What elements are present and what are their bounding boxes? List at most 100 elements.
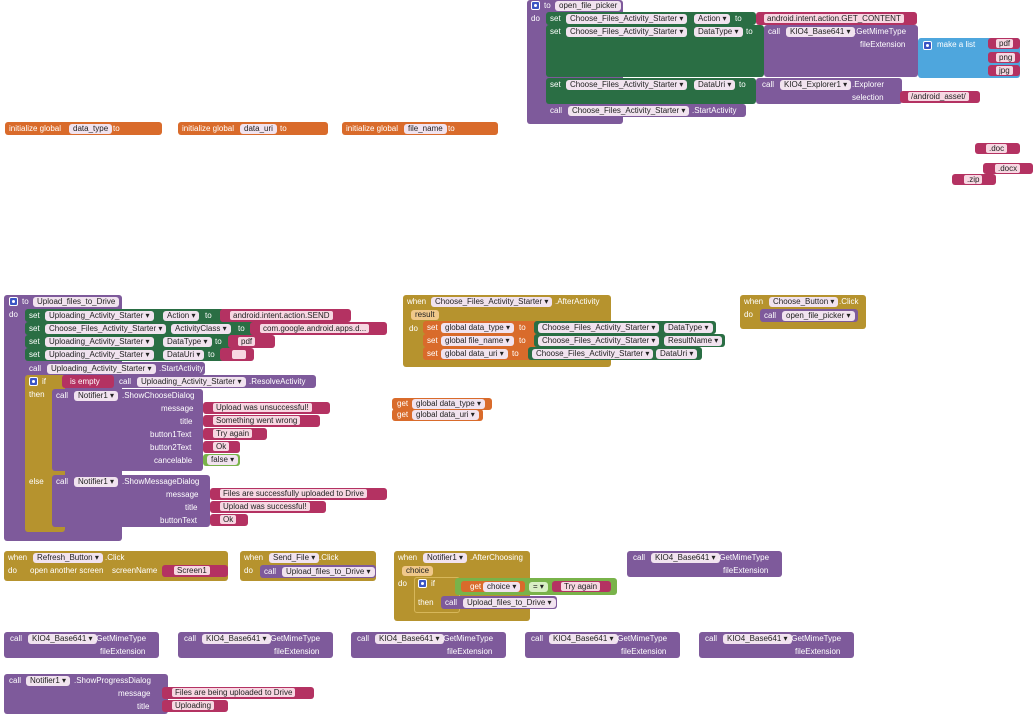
call-upload-startactivity[interactable]: call Uploading_Activity_Starter .StartAc…	[25, 362, 205, 375]
mutator-gear-icon[interactable]	[9, 297, 18, 306]
set-activity-class[interactable]: set Choose_Files_Activity_Starter Activi…	[25, 322, 257, 335]
variable-dropdown[interactable]: global data_uri	[441, 349, 508, 359]
call-open-file-picker[interactable]: call open_file_picker	[760, 309, 858, 322]
call-showmessagedialog[interactable]: call Notifier1 .ShowMessageDialog messag…	[52, 475, 210, 527]
call-getmimetype-loose[interactable]: call KIO4_Base641 .GetMimeType fileExten…	[627, 551, 782, 577]
boolean-false-block[interactable]: false	[203, 454, 240, 466]
loose-string-docx[interactable]: .docx	[983, 163, 1033, 174]
call-getmimetype-loose[interactable]: call KIO4_Base641 .GetMimeType fileExten…	[4, 632, 159, 658]
string-value[interactable]: .docx	[995, 164, 1021, 173]
component-dropdown[interactable]: Uploading_Activity_Starter	[45, 311, 154, 321]
set-datauri-block[interactable]: set Choose_Files_Activity_Starter DataUr…	[546, 78, 756, 104]
call-resolveactivity[interactable]: call Uploading_Activity_Starter .Resolve…	[114, 375, 316, 388]
variable-dropdown[interactable]: global file_name	[441, 336, 514, 346]
string-block[interactable]: Something went wrong	[203, 415, 320, 427]
string-value[interactable]: Upload was unsuccessful!	[213, 403, 312, 412]
procedure-name[interactable]: Upload_files_to_Drive	[33, 297, 120, 307]
string-block[interactable]: /android_asset/	[900, 91, 980, 103]
call-getmimetype-loose[interactable]: call KIO4_Base641 .GetMimeType fileExten…	[178, 632, 333, 658]
call-getmimetype-loose[interactable]: call KIO4_Base641 .GetMimeType fileExten…	[351, 632, 506, 658]
is-empty-block[interactable]: is empty	[62, 375, 114, 388]
component-dropdown[interactable]: Choose_Button	[769, 297, 839, 307]
boolean-dropdown[interactable]: false	[207, 455, 239, 465]
component-dropdown[interactable]: Choose_Files_Activity_Starter	[566, 80, 688, 90]
string-block[interactable]: Try again	[203, 428, 267, 440]
global-var-name[interactable]: data_uri	[240, 124, 277, 134]
property-dropdown[interactable]: DataUri	[163, 350, 205, 360]
set-action-block[interactable]: set Choose_Files_Activity_Starter Action…	[546, 12, 756, 25]
call-getmimetype-loose[interactable]: call KIO4_Base641 .GetMimeType fileExten…	[525, 632, 680, 658]
component-dropdown[interactable]: Choose_Files_Activity_Starter	[566, 27, 688, 37]
string-value[interactable]: png	[996, 53, 1016, 62]
string-value[interactable]: jpg	[996, 66, 1013, 75]
property-dropdown[interactable]: DataType	[694, 27, 743, 37]
get-datatype-prop[interactable]: Choose_Files_Activity_Starter DataType	[534, 321, 716, 334]
component-dropdown[interactable]: Uploading_Activity_Starter	[45, 337, 154, 347]
component-dropdown[interactable]: Notifier1	[74, 391, 119, 401]
call-startactivity-block[interactable]: call Choose_Files_Activity_Starter .Star…	[546, 104, 746, 117]
string-block[interactable]: android.intent.action.GET_CONTENT	[756, 12, 917, 25]
mutator-gear-icon[interactable]	[418, 579, 427, 588]
component-dropdown[interactable]: Choose_Files_Activity_Starter	[45, 324, 167, 334]
component-dropdown[interactable]: Choose_Files_Activity_Starter	[538, 323, 660, 333]
procedure-dropdown[interactable]: Upload_files_to_Drive	[282, 567, 375, 577]
set-global-data-uri[interactable]: set global data_uri to	[423, 347, 533, 360]
component-dropdown[interactable]: KIO4_Base641	[202, 634, 271, 644]
string-block[interactable]: Upload was unsuccessful!	[203, 402, 330, 414]
compare-block[interactable]: get choice = Try again	[455, 578, 617, 595]
property-dropdown[interactable]: DataUri	[656, 349, 698, 359]
call-getmimetype-loose[interactable]: call KIO4_Base641 .GetMimeType fileExten…	[699, 632, 854, 658]
string-block[interactable]: pdf	[228, 335, 275, 348]
get-global-data-type[interactable]: get global data_type	[392, 398, 492, 410]
string-value[interactable]: Try again	[561, 582, 601, 591]
component-dropdown[interactable]: KIO4_Base641	[723, 634, 792, 644]
variable-dropdown[interactable]: global data_uri	[412, 410, 479, 420]
component-dropdown[interactable]: Uploading_Activity_Starter	[45, 350, 154, 360]
string-value[interactable]: Files are successfully uploaded to Drive	[220, 489, 367, 498]
string-value[interactable]: Uploading	[172, 701, 215, 710]
init-global-file-name[interactable]: initialize global file_name to	[342, 122, 498, 135]
component-dropdown[interactable]: KIO4_Base641	[651, 553, 720, 563]
variable-dropdown[interactable]: global data_type	[441, 323, 514, 333]
mutator-gear-icon[interactable]	[923, 41, 932, 50]
string-block[interactable]: pdf	[988, 38, 1020, 49]
string-block[interactable]: Upload was successful!	[210, 501, 326, 513]
component-dropdown[interactable]: Uploading_Activity_Starter	[137, 377, 246, 387]
string-value[interactable]: .doc	[986, 144, 1008, 153]
component-dropdown[interactable]: Uploading_Activity_Starter	[47, 364, 156, 374]
call-upload-files-to-drive[interactable]: call Upload_files_to_Drive	[260, 565, 376, 578]
component-dropdown[interactable]: KIO4_Base641	[786, 27, 855, 37]
empty-string-slot[interactable]	[220, 348, 254, 361]
string-value[interactable]: Try again	[213, 429, 253, 438]
string-block[interactable]: Ok	[210, 514, 248, 526]
property-dropdown[interactable]: Action	[694, 14, 731, 24]
get-resultname-prop[interactable]: Choose_Files_Activity_Starter ResultName	[534, 334, 725, 347]
component-dropdown[interactable]: KIO4_Base641	[28, 634, 97, 644]
loose-string-doc[interactable]: .doc	[975, 143, 1020, 154]
component-dropdown[interactable]: Choose_Files_Activity_Starter	[538, 336, 660, 346]
property-dropdown[interactable]: DataUri	[694, 80, 736, 90]
global-var-name[interactable]: data_type	[69, 124, 113, 134]
string-value[interactable]: pdf	[996, 39, 1014, 48]
component-dropdown[interactable]: Send_File	[269, 553, 320, 563]
variable-dropdown[interactable]: choice	[483, 582, 521, 592]
variable-dropdown[interactable]: global data_type	[412, 399, 485, 409]
init-global-data-type[interactable]: initialize global data_type to	[5, 122, 162, 135]
string-value[interactable]: /android_asset/	[908, 92, 969, 101]
component-dropdown[interactable]: Notifier1	[423, 553, 468, 563]
call-showchoosedialog[interactable]: call Notifier1 .ShowChooseDialog message…	[52, 389, 203, 471]
string-value[interactable]: Upload was successful!	[220, 502, 310, 511]
string-value[interactable]: com.google.android.apps.d...	[260, 324, 370, 333]
string-block[interactable]: jpg	[988, 65, 1020, 76]
get-global-data-uri[interactable]: get global data_uri	[392, 409, 483, 421]
string-value[interactable]: Screen1	[174, 566, 210, 575]
call-explorer-block[interactable]: call KIO4_Explorer1 .Explorer selection	[756, 78, 902, 104]
component-dropdown[interactable]: Notifier1	[74, 477, 119, 487]
string-value[interactable]: pdf	[238, 337, 256, 346]
property-dropdown[interactable]: DataType	[664, 323, 713, 333]
compare-operator[interactable]: =	[529, 582, 548, 592]
set-upload-datatype[interactable]: set Uploading_Activity_Starter DataType …	[25, 335, 235, 348]
string-block[interactable]: Uploading	[162, 700, 228, 712]
string-value[interactable]: Ok	[220, 515, 237, 524]
